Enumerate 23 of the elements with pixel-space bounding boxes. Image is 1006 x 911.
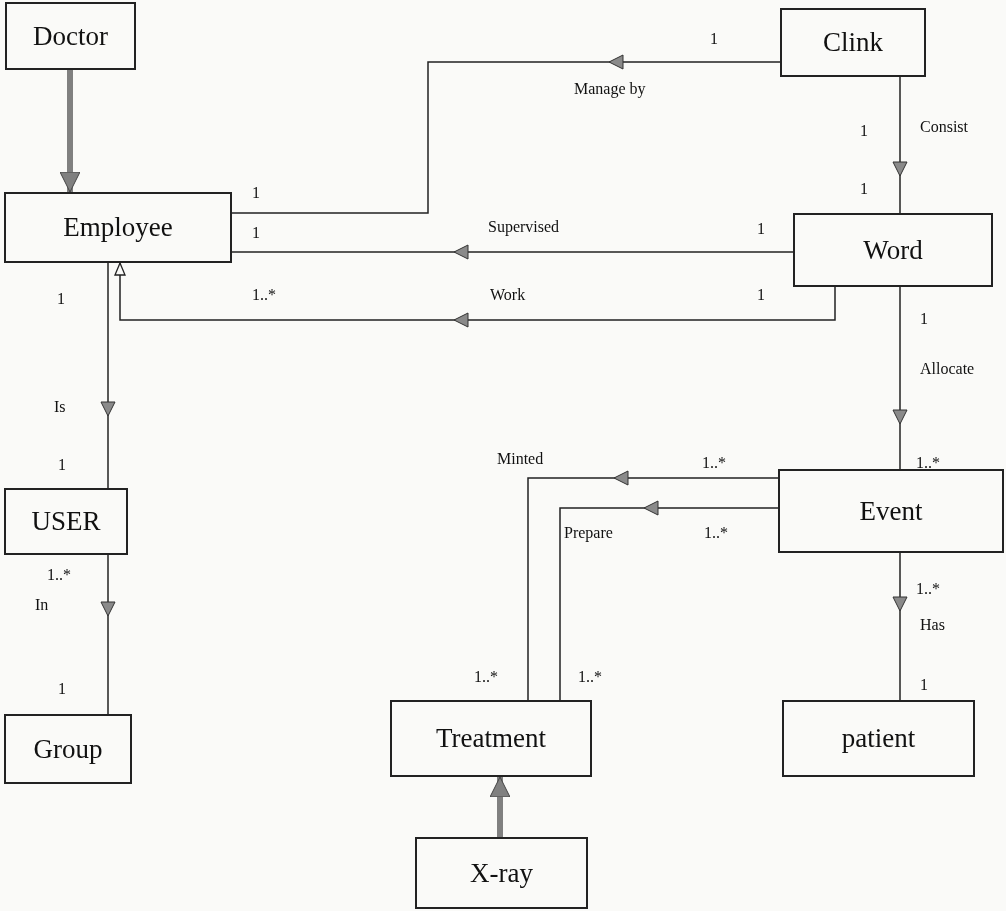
edge-label: Supervised [486,218,562,236]
edge-label: Prepare [562,524,615,542]
class-name: X-ray [470,857,533,889]
class-name: Group [33,733,103,765]
class-box [5,2,136,70]
class-name: USER [31,506,101,537]
class-name: Word [863,234,923,266]
class-box [793,213,993,287]
class-box [4,192,232,263]
class-name: Employee [63,212,173,243]
class-name: Clink [823,27,883,58]
edge-label: Manage by [572,80,648,98]
class-box [780,8,926,77]
class-box [778,469,1004,553]
class-name: Event [859,495,923,527]
class-box [415,837,588,909]
class-name: Doctor [33,20,108,52]
class-box [390,700,592,777]
class-box [4,714,132,784]
class-box [782,700,975,777]
class-box [4,488,128,555]
class-name: Treatment [436,723,546,754]
class-name: patient [841,723,916,754]
